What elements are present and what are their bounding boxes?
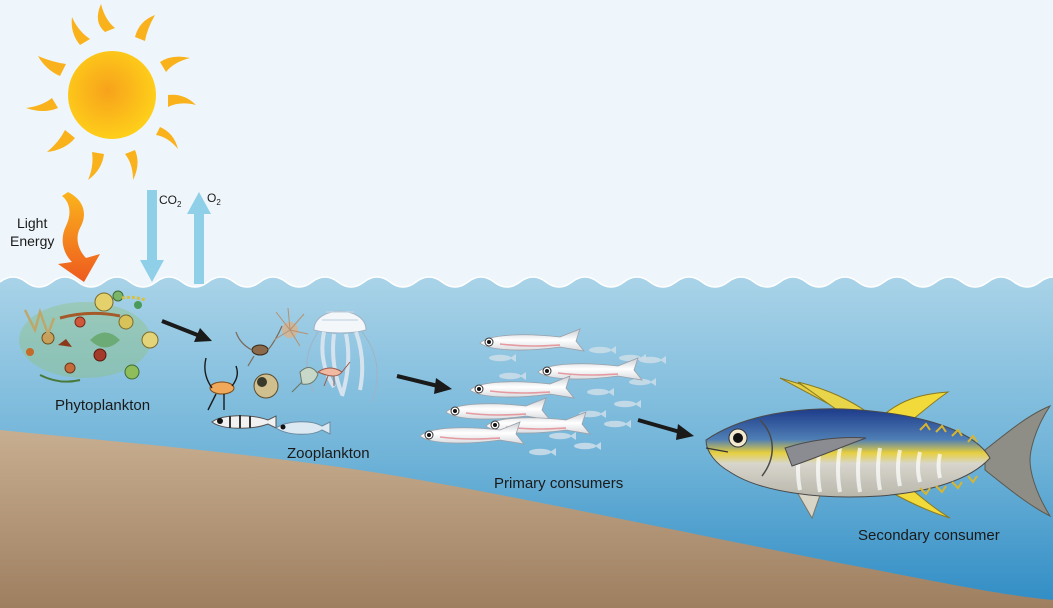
phytoplankton-label: Phytoplankton xyxy=(55,397,150,414)
light-energy-label-line2: Energy xyxy=(10,233,54,249)
zooplankton-label: Zooplankton xyxy=(287,445,370,462)
light-energy-label-line1: Light xyxy=(17,215,47,231)
secondary-consumer-label: Secondary consumer xyxy=(858,527,1000,544)
primary-consumers-label: Primary consumers xyxy=(494,475,623,492)
larva-round xyxy=(254,374,278,398)
sky xyxy=(0,0,1053,290)
